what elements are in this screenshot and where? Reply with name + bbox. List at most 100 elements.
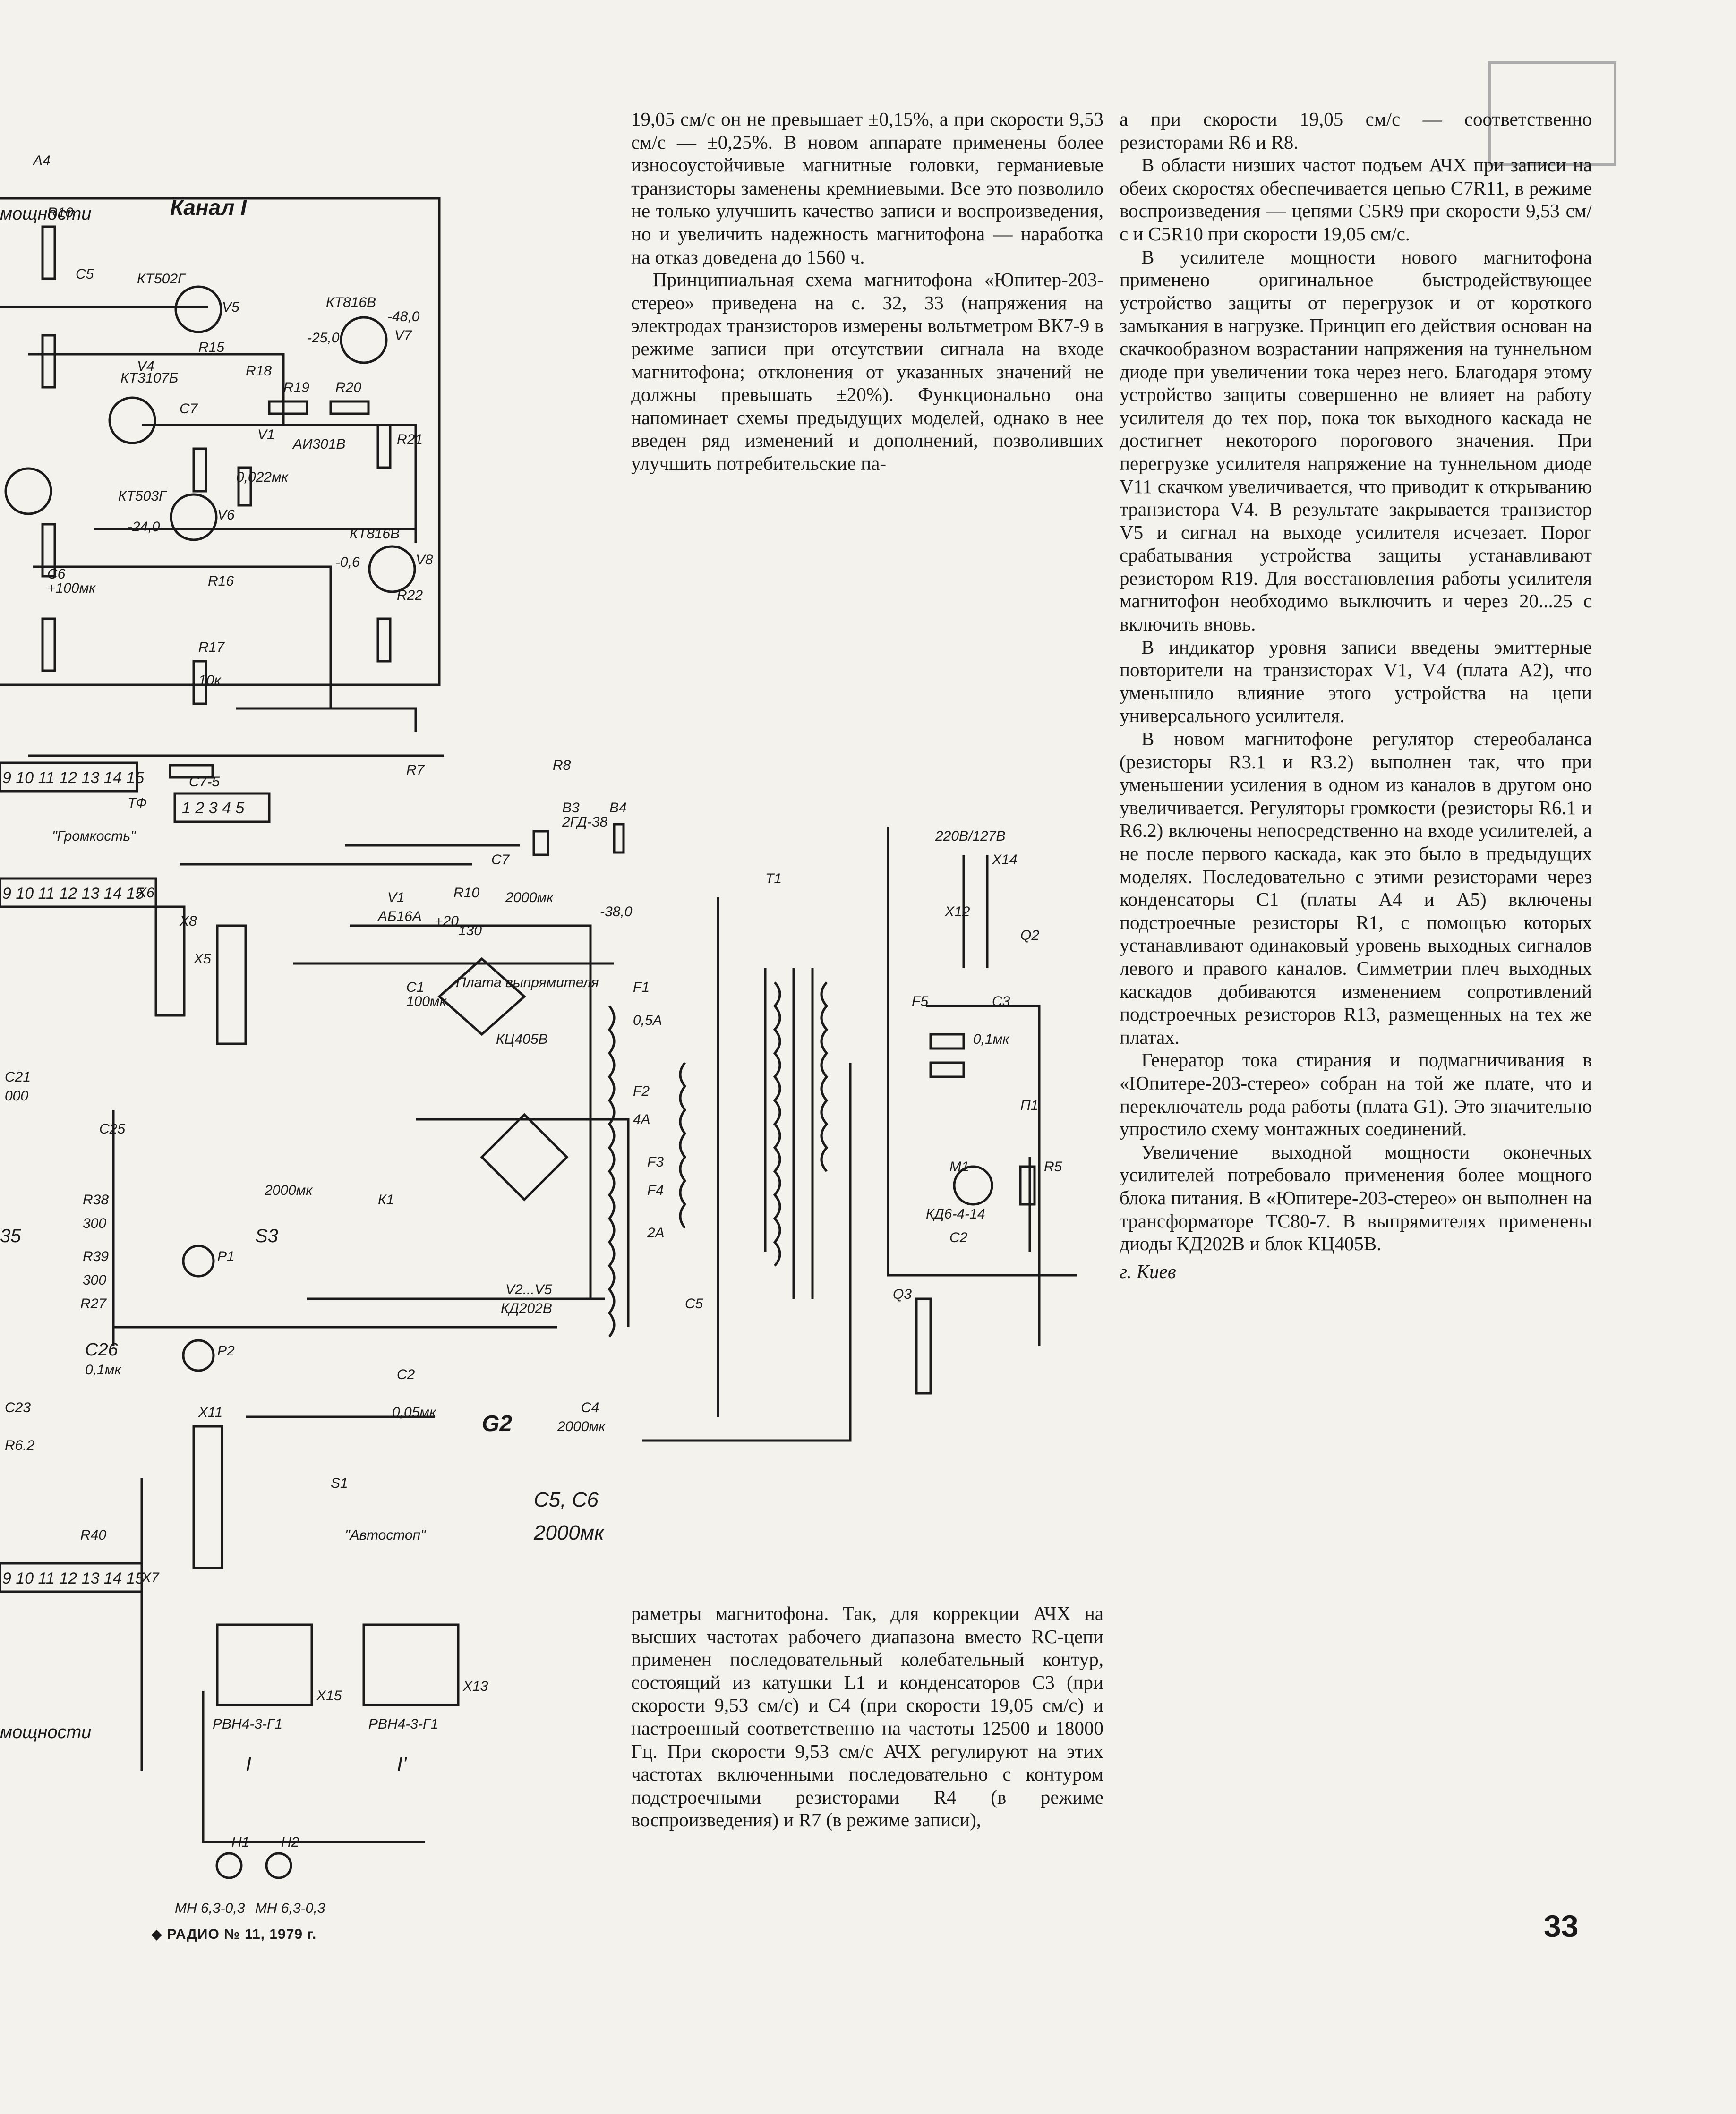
label-f5: F5 bbox=[912, 994, 928, 1009]
label-c6v: +100мк bbox=[47, 580, 96, 596]
label-v7: V7 bbox=[394, 328, 412, 343]
label-kt816b: КТ816В bbox=[326, 295, 376, 310]
circuit-schematic: A4 мощности Канал I КТ502Г V5 КТ816В V7 … bbox=[0, 153, 687, 1916]
label-c4v: 2000мк bbox=[557, 1419, 606, 1434]
label-r39: R39 bbox=[83, 1249, 109, 1264]
label-h1: Н1 bbox=[231, 1834, 249, 1850]
label-r7: R7 bbox=[406, 762, 425, 778]
label-q2: Q2 bbox=[1020, 928, 1039, 943]
label-v300b: 300 bbox=[83, 1272, 106, 1288]
city-signature: г. Киев bbox=[1120, 1260, 1176, 1282]
label-r40: R40 bbox=[80, 1527, 106, 1543]
label-r18: R18 bbox=[246, 363, 272, 379]
paragraph: Принципиальная схема магнитофона «Юпитер… bbox=[631, 269, 1103, 474]
label-rvn1: РВН4-3-Г1 bbox=[213, 1716, 282, 1732]
label-c21: С21 bbox=[5, 1069, 31, 1085]
label-x8: Х8 bbox=[179, 913, 197, 929]
label-kt502g: КТ502Г bbox=[137, 271, 187, 287]
journal-footer: ◆ РАДИО № 11, 1979 г. bbox=[151, 1926, 317, 1942]
label-v250: -25,0 bbox=[307, 330, 340, 346]
label-t1: Т1 bbox=[765, 871, 782, 887]
label-v000: 000 bbox=[5, 1088, 28, 1104]
label-power: мощности bbox=[0, 204, 91, 224]
connector-345: 1 2 3 4 5 bbox=[182, 799, 244, 817]
label-s3: S3 bbox=[255, 1226, 278, 1246]
label-gromkost: "Громкость" bbox=[52, 828, 136, 844]
paragraph: В индикатор уровня записи введены эмитте… bbox=[1120, 636, 1592, 727]
label-r62: R6.2 bbox=[5, 1438, 35, 1453]
paragraph: Генератор тока стирания и подмагничивани… bbox=[1120, 1049, 1592, 1140]
label-kd6: КД6-4-14 bbox=[926, 1206, 985, 1222]
label-roman1: I bbox=[246, 1753, 251, 1776]
label-f2: F2 bbox=[633, 1083, 650, 1099]
paragraph: а при скорости 19,05 см/с — соответствен… bbox=[1120, 108, 1592, 153]
label-r10b: R10 bbox=[453, 885, 479, 901]
label-avtostop: "Автостоп" bbox=[345, 1527, 426, 1543]
label-f2v: 4А bbox=[633, 1112, 650, 1127]
label-c7b: С7 bbox=[491, 852, 510, 868]
label-c5c6v: 2000мк bbox=[533, 1521, 605, 1544]
label-r22: R22 bbox=[397, 588, 423, 603]
label-kt503g: КТ503Г bbox=[118, 488, 168, 504]
label-v6: V6 bbox=[217, 507, 235, 523]
label-f3: F3 bbox=[647, 1154, 664, 1170]
label-v220: 220В/127В bbox=[935, 828, 1005, 844]
label-x13: Х13 bbox=[462, 1679, 488, 1694]
label-q3: Q3 bbox=[893, 1287, 912, 1302]
label-r19: R19 bbox=[283, 380, 309, 395]
label-c3: С3 bbox=[992, 994, 1010, 1009]
label-ad516a: АБ16А bbox=[377, 909, 422, 924]
label-kd202b: КД202В bbox=[501, 1301, 552, 1316]
label-b3: В3 bbox=[562, 800, 580, 816]
label-x12: Х12 bbox=[944, 904, 970, 920]
paragraph: В новом магнитофоне регулятор стереобала… bbox=[1120, 728, 1592, 1048]
label-c2: С2 bbox=[397, 1367, 415, 1382]
paragraph: Увеличение выходной мощности оконечных у… bbox=[1120, 1141, 1592, 1255]
label-f4: F4 bbox=[647, 1183, 664, 1198]
label-x14: Х14 bbox=[992, 852, 1017, 868]
article-column-middle-top: 19,05 см/с он не превышает ±0,15%, а при… bbox=[631, 108, 1103, 475]
paragraph: раметры магнитофона. Так, для коррекции … bbox=[631, 1603, 1103, 1831]
label-c5: С5 bbox=[76, 266, 94, 282]
label-c7-5: С7-5 bbox=[189, 774, 220, 790]
label-tf: ТФ bbox=[128, 795, 147, 811]
label-c7v: 0,022мк bbox=[236, 469, 289, 485]
label-c1: С1 bbox=[406, 980, 424, 995]
label-kt3107b: КТ3107Б bbox=[120, 370, 178, 386]
label-m1: М1 bbox=[949, 1159, 969, 1175]
label-roman2: I' bbox=[397, 1753, 407, 1776]
connector-row-1: 9 10 11 12 13 14 15 bbox=[2, 769, 144, 787]
paragraph: В области низших частот подъем АЧХ при з… bbox=[1120, 154, 1592, 245]
label-v380: -38,0 bbox=[600, 904, 633, 920]
label-c26v: 0,1мк bbox=[85, 1362, 122, 1378]
label-v1cap: 2000мк bbox=[264, 1183, 313, 1198]
connector-row-3: 9 10 11 12 13 14 15 bbox=[2, 1569, 144, 1587]
label-rvn2: РВН4-3-Г1 bbox=[368, 1716, 438, 1732]
label-r10bv: 130 bbox=[458, 923, 482, 938]
label-v06: -0,6 bbox=[335, 554, 360, 570]
label-f1v: 0,5А bbox=[633, 1013, 662, 1028]
label-c1v: 100мк bbox=[406, 994, 447, 1009]
label-r17: R17 bbox=[198, 639, 225, 655]
article-column-right: а при скорости 19,05 см/с — соответствен… bbox=[1120, 108, 1592, 1283]
label-x7: Х7 bbox=[141, 1570, 160, 1586]
label-b4: В4 bbox=[609, 800, 627, 816]
label-c3v: 0,1мк bbox=[973, 1031, 1010, 1047]
label-r16: R16 bbox=[208, 573, 234, 589]
label-c23: С23 bbox=[5, 1400, 31, 1415]
label-x6: Х6 bbox=[137, 885, 154, 901]
label-g2: G2 bbox=[482, 1411, 512, 1436]
label-r5: R5 bbox=[1044, 1159, 1062, 1175]
label-b3v: 2ГД-38 bbox=[562, 814, 607, 830]
label-f4v: 2А bbox=[647, 1225, 665, 1241]
connector-row-2: 9 10 11 12 13 14 15 bbox=[2, 885, 144, 903]
label-v1: V1 bbox=[257, 427, 275, 443]
label-kc405b: КЦ405В bbox=[496, 1031, 548, 1047]
label-k1: К1 bbox=[378, 1192, 394, 1208]
label-channel: Канал I bbox=[170, 195, 247, 220]
label-x5: Х5 bbox=[193, 951, 211, 967]
label-v20: +20 bbox=[435, 913, 459, 929]
label-v480: -48,0 bbox=[387, 309, 420, 324]
label-c4: С4 bbox=[581, 1400, 599, 1415]
label-p2b: Р2 bbox=[217, 1343, 235, 1359]
